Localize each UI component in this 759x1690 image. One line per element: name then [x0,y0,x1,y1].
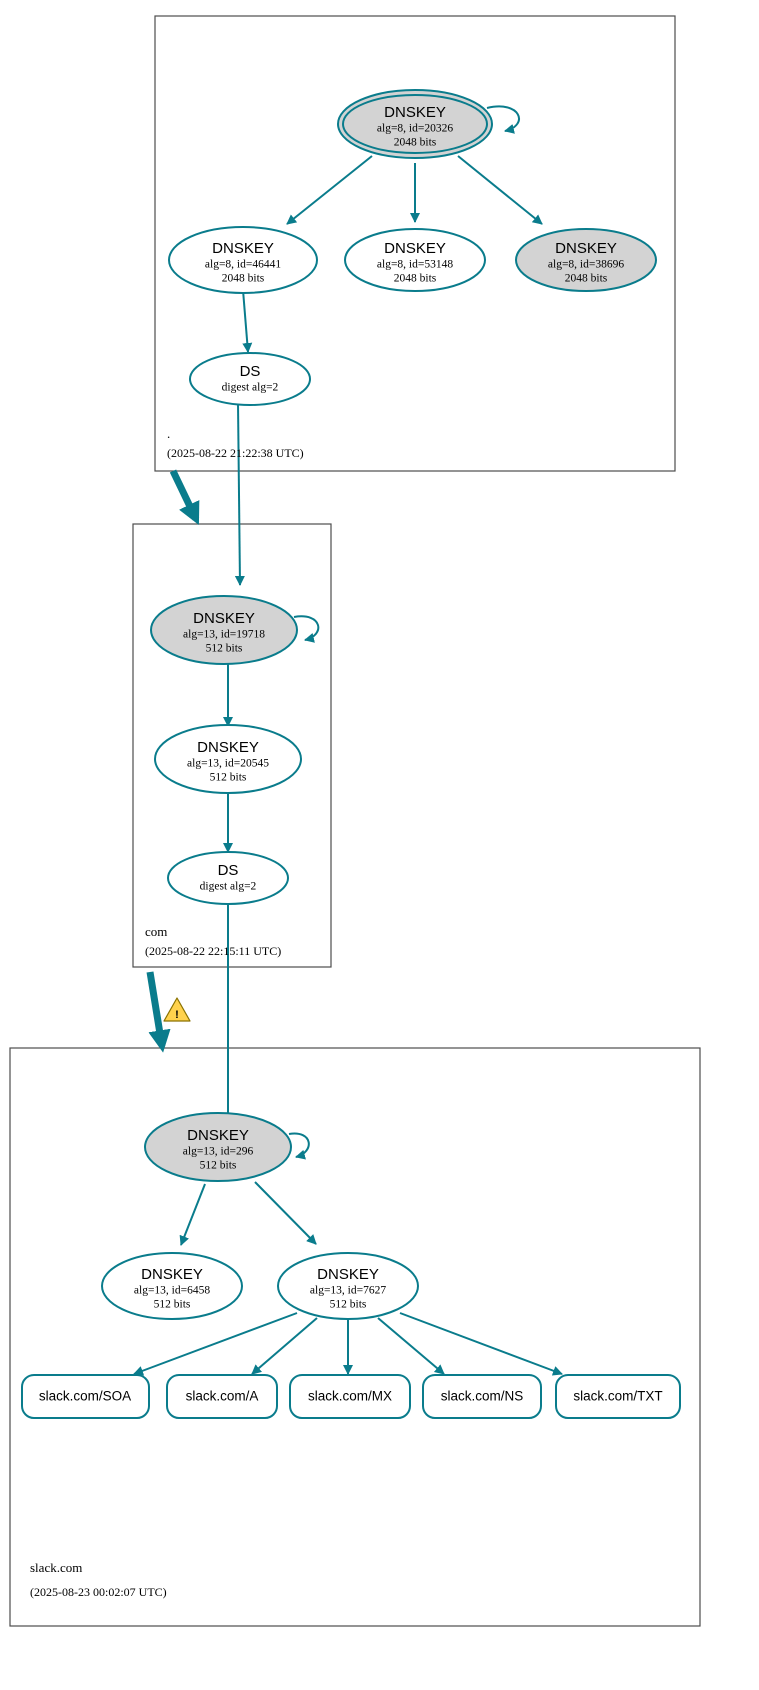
zone-timestamp-com: (2025-08-22 22:15:11 UTC) [145,944,281,958]
node-slack-ksk-line3: 512 bits [200,1160,237,1172]
node-root-ksk[interactable]: DNSKEY alg=8, id=20326 2048 bits [337,89,493,159]
node-com-ksk-title: DNSKEY [193,610,255,627]
edge-root-ds-to-com-dnskey [234,402,245,586]
edge-slack-ksk-self [288,1132,310,1160]
rrset-label-mx: slack.com/MX [308,1389,392,1404]
node-com-ds-line2: digest alg=2 [200,881,257,893]
edge-root-ksk-self [486,105,520,134]
zone-box-slackcom [9,1047,701,1627]
edge-slack-ksk-to-zsk1 [179,1183,206,1246]
rrset-label-txt: slack.com/TXT [573,1389,662,1404]
node-slack-ksk-line2: alg=13, id=296 [183,1146,254,1158]
node-root-zsk2-line2: alg=8, id=53148 [377,259,453,271]
rrset-node-a[interactable]: slack.com/A [166,1374,278,1419]
node-slack-zsk2-line2: alg=13, id=7627 [310,1285,386,1297]
delegation-arrow-com-to-slackcom [146,971,171,1053]
rrset-node-soa[interactable]: slack.com/SOA [21,1374,150,1419]
node-root-ds[interactable]: DS digest alg=2 [189,352,311,406]
node-slack-zsk2-title: DNSKEY [317,1266,379,1283]
warning-symbol: ! [175,1009,179,1021]
node-root-zsk3-line2: alg=8, id=38696 [548,259,624,271]
node-com-ksk[interactable]: DNSKEY alg=13, id=19718 512 bits [150,595,298,665]
warning-triangle-icon[interactable]: ! [163,997,191,1022]
node-root-ksk-line3: 2048 bits [394,137,437,149]
edge-zsk2-to-ns [377,1317,445,1375]
edge-root-zsk1-to-ds [242,289,253,353]
zone-label-slackcom: slack.com [30,1560,82,1575]
rrset-label-soa: slack.com/SOA [39,1389,131,1404]
node-root-zsk1-line2: alg=8, id=46441 [205,259,281,271]
node-com-zsk-line2: alg=13, id=20545 [187,758,269,770]
node-slack-ksk-title: DNSKEY [187,1127,249,1144]
node-root-zsk-46441[interactable]: DNSKEY alg=8, id=46441 2048 bits [168,226,318,294]
zone-label-root: . [167,426,170,441]
node-root-zsk2-line3: 2048 bits [394,273,437,285]
node-root-zsk-38696[interactable]: DNSKEY alg=8, id=38696 2048 bits [515,228,657,292]
node-root-ksk-title: DNSKEY [384,104,446,121]
node-root-zsk2-title: DNSKEY [384,240,446,257]
zone-timestamp-slackcom: (2025-08-23 00:02:07 UTC) [30,1585,167,1599]
node-com-ksk-line3: 512 bits [206,643,243,655]
edge-root-ksk-to-zsk3 [457,155,543,225]
edge-root-ksk-to-zsk1 [286,155,373,225]
node-com-ksk-line2: alg=13, id=19718 [183,629,265,641]
node-slack-zsk1-title: DNSKEY [141,1266,203,1283]
node-root-zsk3-line3: 2048 bits [565,273,608,285]
edge-zsk2-to-txt [399,1312,563,1376]
node-com-ds-title: DS [218,862,239,879]
edge-zsk2-to-soa [133,1312,298,1376]
node-root-zsk3-title: DNSKEY [555,240,617,257]
node-root-zsk1-line3: 2048 bits [222,273,265,285]
node-root-ds-title: DS [240,363,261,380]
rrset-node-ns[interactable]: slack.com/NS [422,1374,542,1419]
node-com-ds[interactable]: DS digest alg=2 [167,851,289,905]
node-root-zsk-53148[interactable]: DNSKEY alg=8, id=53148 2048 bits [344,228,486,292]
edge-com-ksk-self [293,615,320,643]
node-slack-zsk2-line3: 512 bits [330,1299,367,1311]
node-slack-zsk1-line3: 512 bits [154,1299,191,1311]
node-com-zsk-title: DNSKEY [197,739,259,756]
rrset-node-mx[interactable]: slack.com/MX [289,1374,411,1419]
zone-box-root [154,15,676,472]
zone-box-com [132,523,332,968]
node-slack-zsk-6458[interactable]: DNSKEY alg=13, id=6458 512 bits [101,1252,243,1320]
node-root-ksk-line2: alg=8, id=20326 [377,123,453,135]
edge-zsk2-to-a [251,1317,318,1375]
zone-timestamp-root: (2025-08-22 21:22:38 UTC) [167,446,304,460]
node-slack-ksk[interactable]: DNSKEY alg=13, id=296 512 bits [144,1112,292,1182]
node-slack-zsk-7627[interactable]: DNSKEY alg=13, id=7627 512 bits [277,1252,419,1320]
delegation-arrow-root-to-com [169,469,200,526]
node-com-zsk[interactable]: DNSKEY alg=13, id=20545 512 bits [154,724,302,794]
rrset-label-a: slack.com/A [186,1389,259,1404]
node-com-zsk-line3: 512 bits [210,772,247,784]
rrset-node-txt[interactable]: slack.com/TXT [555,1374,681,1419]
node-root-zsk1-title: DNSKEY [212,240,274,257]
zone-label-com: com [145,924,167,939]
rrset-label-ns: slack.com/NS [441,1389,524,1404]
edge-slack-ksk-to-zsk2 [254,1181,317,1245]
node-root-ds-line2: digest alg=2 [222,382,279,394]
node-slack-zsk1-line2: alg=13, id=6458 [134,1285,210,1297]
